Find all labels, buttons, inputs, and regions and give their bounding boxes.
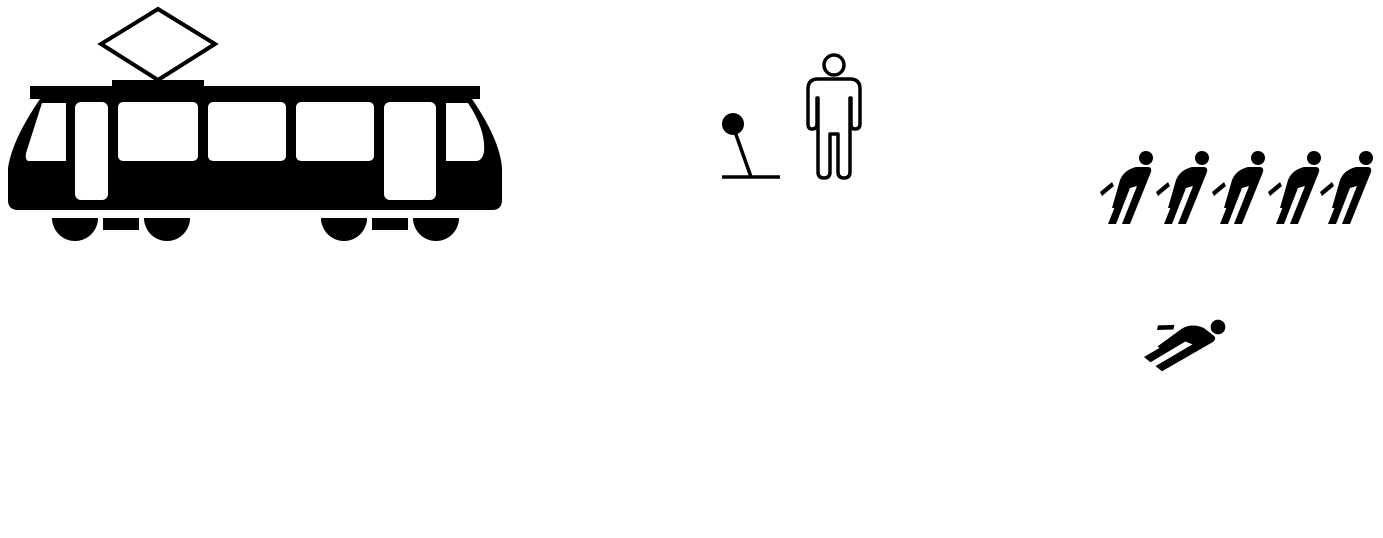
tram-bogie-front: [52, 218, 190, 241]
tram-door-right: [384, 102, 436, 200]
tied-person-icon: [1137, 291, 1228, 386]
lever-icon[interactable]: [722, 113, 780, 177]
side-track-person: [1137, 291, 1228, 386]
tied-person-icon: [1100, 151, 1153, 224]
side-track-upper-rail: [556, 202, 1383, 470]
side-track-lower-rail: [556, 259, 1383, 528]
tram-door-left: [75, 102, 108, 200]
lever-knob: [722, 113, 744, 135]
standing-person-icon: [808, 55, 860, 178]
tied-person-icon: [1320, 151, 1373, 224]
tram-window-1: [118, 102, 198, 161]
pantograph-icon: [101, 9, 215, 80]
tram-window-2: [208, 102, 286, 161]
main-track-people: [1100, 151, 1373, 224]
tram-roof: [30, 86, 480, 99]
tram-icon: [8, 9, 502, 241]
tied-person-icon: [1268, 151, 1321, 224]
tied-person-icon: [1156, 151, 1209, 224]
tram-bogie-rear: [321, 218, 459, 241]
side-track: [556, 202, 1383, 528]
tram-window-3: [296, 102, 374, 161]
tied-person-icon: [1212, 151, 1265, 224]
